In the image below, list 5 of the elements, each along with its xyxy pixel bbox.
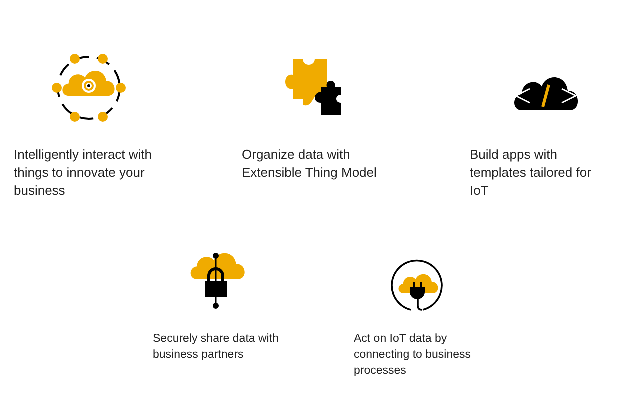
feature-description: Build apps with templates tailored for IoT <box>470 146 592 200</box>
feature-description: Securely share data with business partners <box>153 332 280 363</box>
feature-description: Intelligently interact with things to innovate your business <box>14 146 154 200</box>
feature-description: Act on IoT data by connecting to business processes <box>354 332 472 379</box>
feature-description: Organize data with Extensible Thing Model <box>242 146 378 182</box>
